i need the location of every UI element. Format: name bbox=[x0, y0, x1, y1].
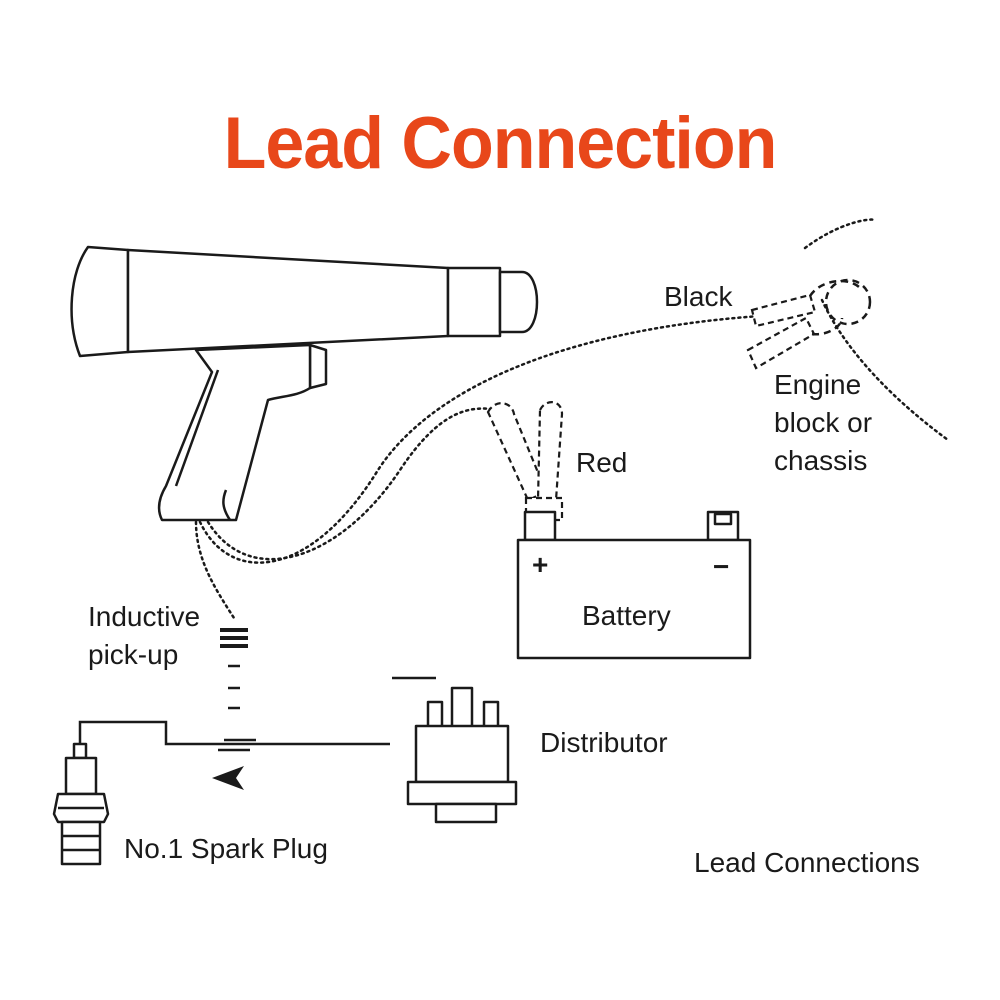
battery-icon bbox=[516, 510, 752, 660]
inductive-pickup-icon bbox=[212, 628, 256, 790]
red-clamp-icon bbox=[486, 401, 564, 522]
black-lead-wire bbox=[198, 314, 762, 564]
red-lead-wire bbox=[206, 407, 500, 561]
battery-negative-label: − bbox=[713, 551, 729, 582]
red-lead-label: Red bbox=[576, 447, 627, 478]
battery-positive-label: + bbox=[532, 549, 548, 580]
black-lead-label: Black bbox=[664, 281, 733, 312]
engine-label-line3: chassis bbox=[774, 445, 867, 476]
page-title: Lead Connection bbox=[223, 102, 778, 184]
black-clamp-icon bbox=[746, 278, 872, 370]
spark-plug-wire bbox=[78, 720, 390, 748]
engine-block-outline bbox=[803, 218, 950, 442]
distributor-icon bbox=[392, 676, 518, 824]
inductive-label-line1: Inductive bbox=[88, 601, 200, 632]
engine-label-line2: block or bbox=[774, 407, 872, 438]
battery-label: Battery bbox=[582, 600, 671, 631]
inductive-label-line2: pick-up bbox=[88, 639, 178, 670]
pickup-lead-wire bbox=[194, 520, 236, 620]
distributor-label: Distributor bbox=[540, 727, 668, 758]
figure-caption: Lead Connections bbox=[694, 847, 920, 878]
engine-label-line1: Engine bbox=[774, 369, 861, 400]
spark-plug-label: No.1 Spark Plug bbox=[124, 833, 328, 864]
spark-plug-icon bbox=[52, 742, 110, 866]
timing-light-gun-icon bbox=[70, 245, 539, 522]
